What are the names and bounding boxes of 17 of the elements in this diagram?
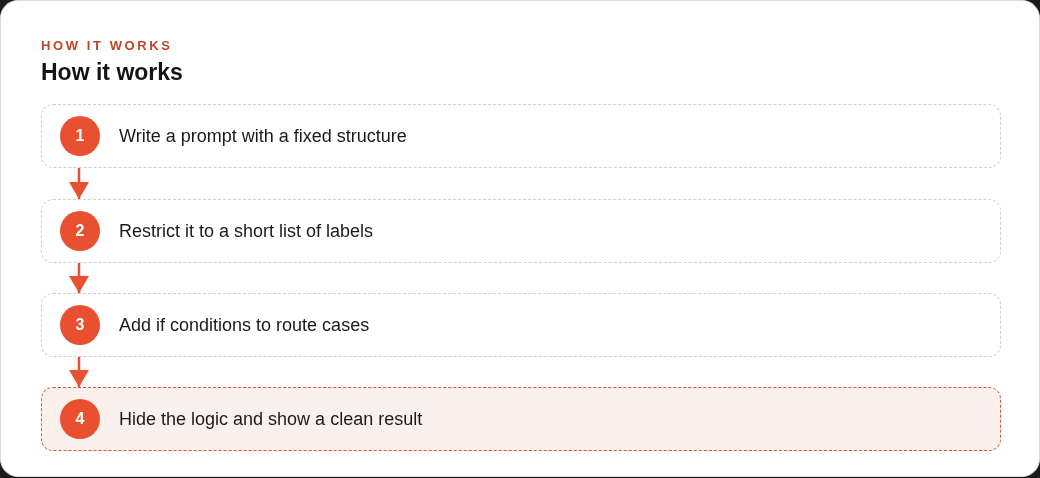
step-number: 1 <box>60 116 100 156</box>
step-number: 4 <box>60 399 100 439</box>
step-box <box>41 293 1001 357</box>
arrow <box>69 263 89 293</box>
arrow <box>69 357 89 387</box>
step-text: Write a prompt with a fixed structure <box>119 125 407 147</box>
step-text: Hide the logic and show a clean result <box>119 408 423 430</box>
step-box <box>41 199 1001 263</box>
step-text: Restrict it to a short list of labels <box>119 220 374 242</box>
step-number: 3 <box>60 305 100 345</box>
step-text: Add if conditions to route cases <box>119 314 370 336</box>
heading: How it works <box>41 58 183 86</box>
arrow <box>69 168 89 199</box>
eyebrow-label: HOW IT WORKS <box>41 38 173 54</box>
step-box <box>41 104 1001 168</box>
step-box <box>41 387 1001 451</box>
step-number: 2 <box>60 211 100 251</box>
